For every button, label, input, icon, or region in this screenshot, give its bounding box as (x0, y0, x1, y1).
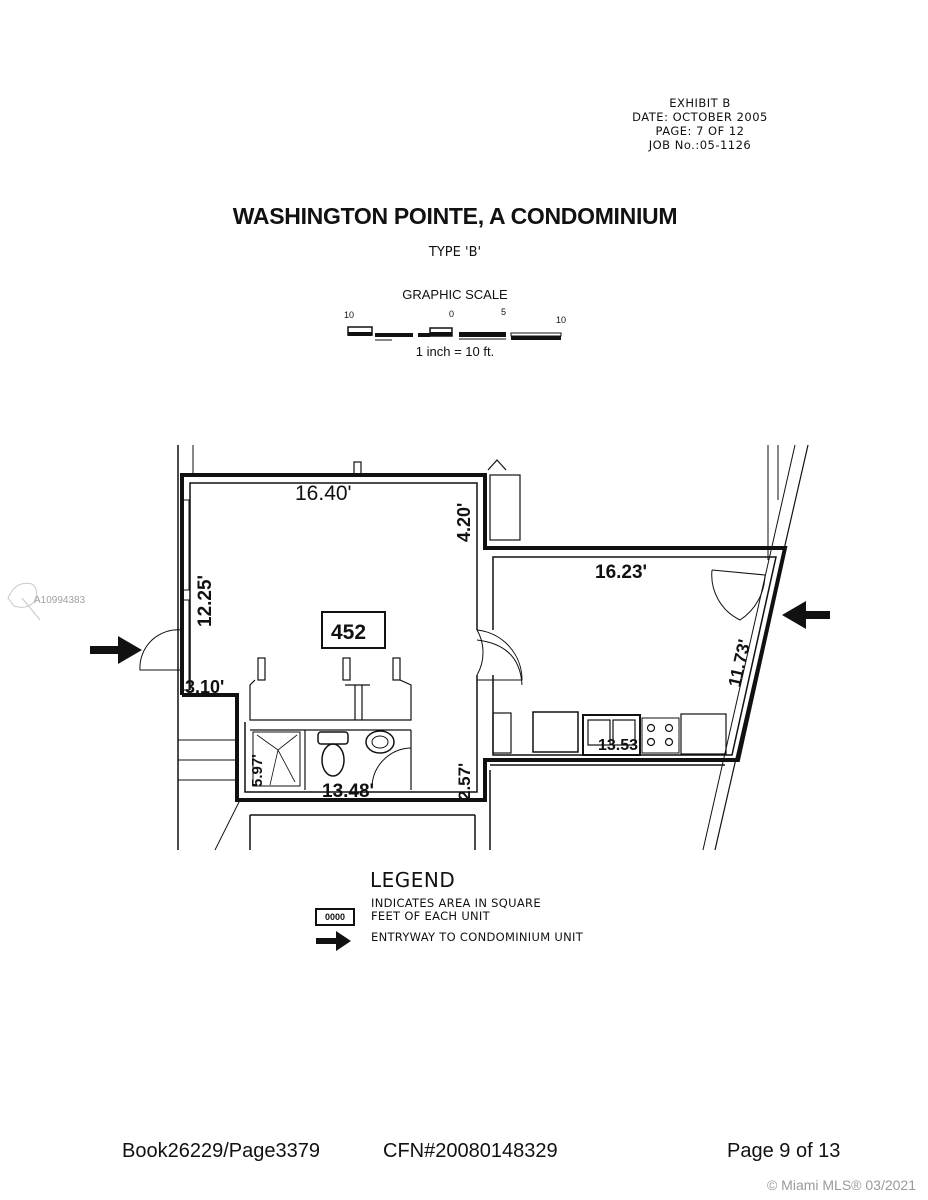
scale-note: 1 inch = 10 ft. (415, 344, 495, 359)
dim-11-73: 11.73' (724, 637, 754, 689)
exhibit-label: EXHIBIT B (669, 96, 731, 110)
dim-13-48: 13.48' (322, 781, 374, 802)
scale-tick: 10 (344, 310, 355, 320)
footer-cfn: CFN#20080148329 (383, 1140, 558, 1162)
entry-arrow-icon (90, 636, 142, 664)
graphic-scale-title: GRAPHIC SCALE (402, 287, 508, 302)
dim-16-40: 16.40' (295, 482, 352, 505)
legend-area-line1: INDICATES AREA IN SQUARE (371, 896, 541, 910)
dim-13-53: 13.53' (598, 737, 642, 754)
legend-arrow-icon (316, 931, 351, 951)
document-title: WASHINGTON POINTE, A CONDOMINIUM (232, 203, 678, 229)
legend-area-line2: FEET OF EACH UNIT (371, 909, 490, 923)
legend-area-box: 0000 (315, 908, 355, 926)
legend-entry: ENTRYWAY TO CONDOMINIUM UNIT (371, 930, 584, 944)
footer-book-page: Book26229/Page3379 (122, 1140, 320, 1162)
dim-3-10: 3.10' (185, 677, 224, 697)
exhibit-header: EXHIBIT B DATE: OCTOBER 2005 PAGE: 7 OF … (600, 96, 800, 152)
exhibit-page: PAGE: 7 OF 12 (655, 124, 745, 138)
dim-12-25: 12.25' (195, 575, 216, 627)
unit-area: 452 (331, 621, 366, 644)
floor-plan: 16.40' 4.20' 12.25' 452 3.10' 5.97' 13.4… (90, 444, 830, 851)
dim-5-97: 5.97' (249, 754, 266, 787)
exhibit-date: DATE: OCTOBER 2005 (632, 110, 768, 124)
entry-arrow-icon (782, 601, 830, 629)
scale-tick: 10 (556, 315, 567, 325)
mls-logo-icon (7, 582, 41, 621)
unit-type: TYPE 'B' (428, 245, 482, 260)
copyright-watermark: © Miami MLS® 03/2021 (766, 1177, 916, 1193)
scale-tick: 5 (501, 307, 507, 317)
exhibit-job: JOB No.:05-1126 (648, 138, 752, 152)
dim-16-23: 16.23' (595, 562, 647, 583)
listing-id-watermark: A10994383 (34, 595, 86, 606)
footer-page-number: Page 9 of 13 (727, 1140, 841, 1162)
legend-title: LEGEND (370, 868, 456, 892)
dim-2-57: 2.57' (455, 763, 474, 800)
dim-4-20: 4.20' (454, 503, 474, 542)
graphic-scale-bar (347, 326, 562, 341)
scale-tick: 0 (449, 309, 455, 319)
